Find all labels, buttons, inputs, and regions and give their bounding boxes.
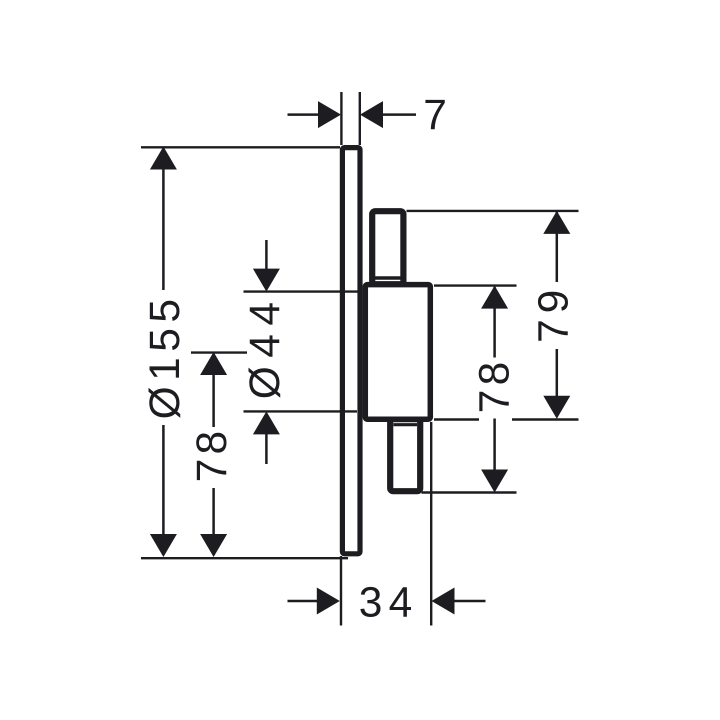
- svg-text:7: 7: [423, 92, 447, 139]
- svg-text:78: 78: [189, 427, 236, 483]
- svg-text:34: 34: [359, 580, 419, 627]
- svg-text:79: 79: [531, 284, 578, 343]
- svg-text:78: 78: [471, 358, 518, 414]
- svg-text:Ø44: Ø44: [242, 293, 289, 399]
- svg-text:Ø155: Ø155: [142, 293, 189, 419]
